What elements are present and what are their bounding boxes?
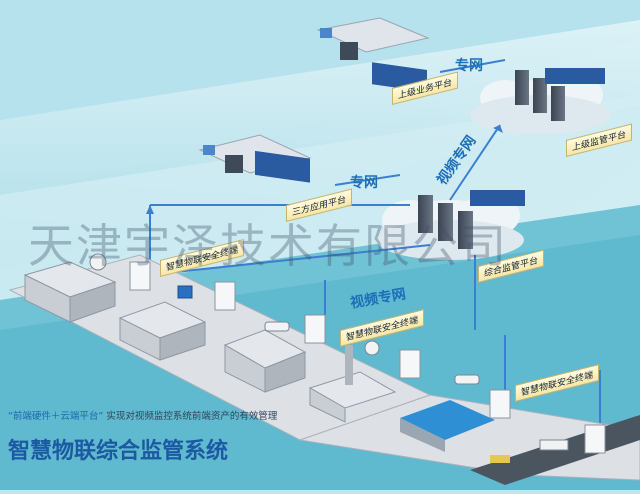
- dome-camera-icon: [364, 340, 380, 356]
- subtitle-text: 实现对视频监控系统前端资产的有效管理: [106, 411, 278, 422]
- terminal-boxes: [129, 261, 606, 454]
- security-terminal-icon: [489, 389, 511, 419]
- network-label-private-top: 专网: [455, 58, 483, 74]
- security-terminal-icon: [129, 261, 151, 291]
- school-building-icon: [118, 301, 207, 361]
- hospital-building-icon: [223, 329, 307, 393]
- security-terminal-icon: [214, 281, 236, 311]
- dam-icon: [400, 400, 495, 452]
- bullet-camera-icon: [264, 321, 290, 332]
- server-icon: [515, 68, 605, 121]
- monitor-icon: [177, 285, 193, 299]
- security-terminal-icon: [399, 349, 421, 379]
- company-watermark: 天津宇泽技术有限公司: [28, 219, 508, 273]
- factory-icon: [308, 345, 397, 423]
- desk-icon: [198, 134, 312, 183]
- bank-building-icon: [23, 261, 117, 323]
- diagram-title: 智慧物联综合监管系统: [8, 439, 229, 464]
- subtitle: “前端硬件＋云端平台” 实现对视频监控系统前端资产的有效管理: [8, 408, 277, 422]
- bullet-camera-icon: [454, 374, 480, 385]
- server-icon: [418, 190, 525, 249]
- network-label-private-mid: 专网: [350, 175, 378, 191]
- dome-camera-icon: [89, 253, 107, 271]
- subtitle-quote: “前端硬件＋云端平台”: [8, 411, 104, 422]
- security-terminal-icon: [584, 424, 606, 454]
- security-terminal-icon: [304, 314, 326, 344]
